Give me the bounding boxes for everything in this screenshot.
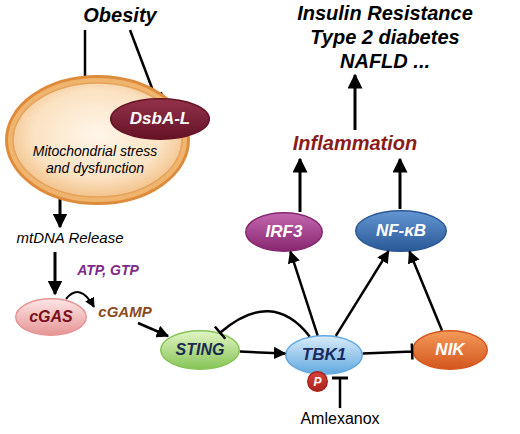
inhibition-bar <box>332 377 348 380</box>
activation-arrow <box>399 159 402 209</box>
node-name: NF-κB <box>376 221 426 241</box>
activation-connector <box>290 252 317 336</box>
activation-arrow <box>54 252 57 294</box>
protein-oval: NF-κB <box>355 210 447 252</box>
node-name: P <box>313 375 321 389</box>
outcome-label: Insulin Resistance <box>270 2 500 25</box>
messenger-label: cGAMP <box>90 303 160 320</box>
stress-text: Mitochondrial stress and dysfunction <box>25 143 165 177</box>
oval-shape <box>246 213 323 252</box>
oval-shape <box>161 331 240 370</box>
oval-shape <box>111 99 210 140</box>
activation-arrow <box>354 75 357 130</box>
activation-arrow <box>299 159 302 212</box>
process-label: mtDNA Release <box>5 229 135 246</box>
oval-shape <box>308 372 328 392</box>
mitochondrion: Mitochondrial stress and dysfunction DsbA… <box>5 75 190 205</box>
protein-oval: IRF3 <box>245 212 323 252</box>
oval-shape <box>286 336 363 375</box>
inhibition-line <box>339 378 342 408</box>
oval-shape <box>356 211 447 252</box>
outer-membrane <box>7 77 189 204</box>
activation-connector <box>410 252 443 331</box>
substrate-label: ATP, GTP <box>68 262 148 278</box>
node-name: DsbA-L <box>130 109 190 129</box>
protein-oval: DsbA-L <box>110 98 210 140</box>
node-name: IRF3 <box>266 222 303 242</box>
trigger-label: Obesity <box>75 4 165 27</box>
inhibition-connector <box>363 344 413 360</box>
node-name: cGAS <box>29 308 73 326</box>
protein-oval: STING <box>160 330 240 370</box>
oval-shape <box>413 331 488 370</box>
node-outline <box>5 75 190 205</box>
kinase-oval: NIK <box>412 330 488 370</box>
node-name: STING <box>176 341 225 359</box>
activation-connector <box>240 352 285 354</box>
oval-shape <box>16 299 87 336</box>
outcome-label: NAFLD ... <box>270 50 500 73</box>
drug-label: Amlexanox <box>285 410 395 428</box>
node-name: NIK <box>435 340 464 360</box>
phospho-circle: P <box>307 371 328 392</box>
kinase-oval: TBK1P <box>285 335 363 375</box>
node-name: TBK1 <box>302 345 346 365</box>
activation-connector <box>336 251 389 336</box>
process-label: Inflammation <box>290 132 420 155</box>
enzyme-oval: cGAS <box>15 298 87 336</box>
activation-arrow <box>59 199 62 227</box>
inhibition-connector <box>215 311 310 339</box>
outcome-label: Type 2 diabetes <box>270 26 500 49</box>
activation-arrow <box>138 323 168 336</box>
